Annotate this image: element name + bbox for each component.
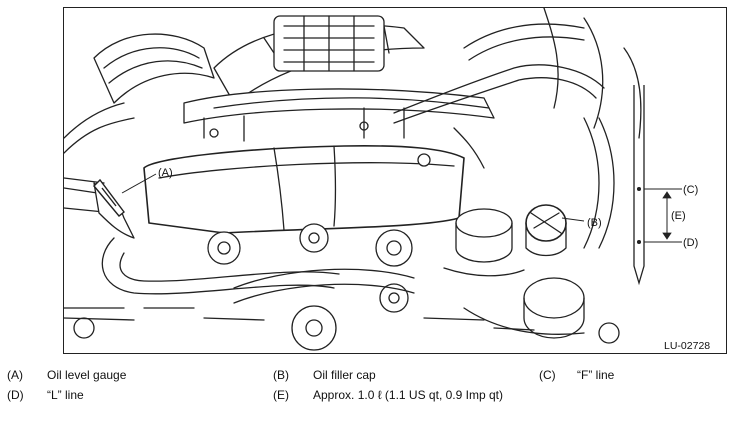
legend-text: “L” line	[47, 388, 84, 402]
legend-key: (E)	[273, 388, 289, 402]
callout-c: (C)	[683, 184, 698, 196]
engine-diagram: (A) (B) (C) (E) (D) LU-02728	[63, 7, 727, 354]
oil-level-gauge	[93, 178, 125, 217]
legend-text: Oil filler cap	[313, 368, 376, 382]
legend-text: Oil level gauge	[47, 368, 127, 382]
legend-item-e: (E) Approx. 1.0 ℓ (1.1 US qt, 0.9 Imp qt…	[273, 388, 533, 422]
legend-text: Approx. 1.0 ℓ (1.1 US qt, 0.9 Imp qt)	[313, 388, 503, 402]
legend-key: (B)	[273, 368, 289, 382]
callout-e: (E)	[671, 210, 686, 222]
legend-key: (C)	[539, 368, 556, 382]
figure-code: LU-02728	[664, 340, 710, 352]
legend-key: (A)	[7, 368, 23, 382]
callout-d: (D)	[683, 237, 698, 249]
engine-illustration: (A) (B) (C) (E) (D) LU-02728	[64, 8, 710, 352]
callout-a: (A)	[158, 167, 173, 179]
dipstick-detail	[633, 85, 682, 286]
legend-key: (D)	[7, 388, 24, 402]
legend-text: “F” line	[577, 368, 615, 382]
callout-b: (B)	[587, 217, 602, 229]
